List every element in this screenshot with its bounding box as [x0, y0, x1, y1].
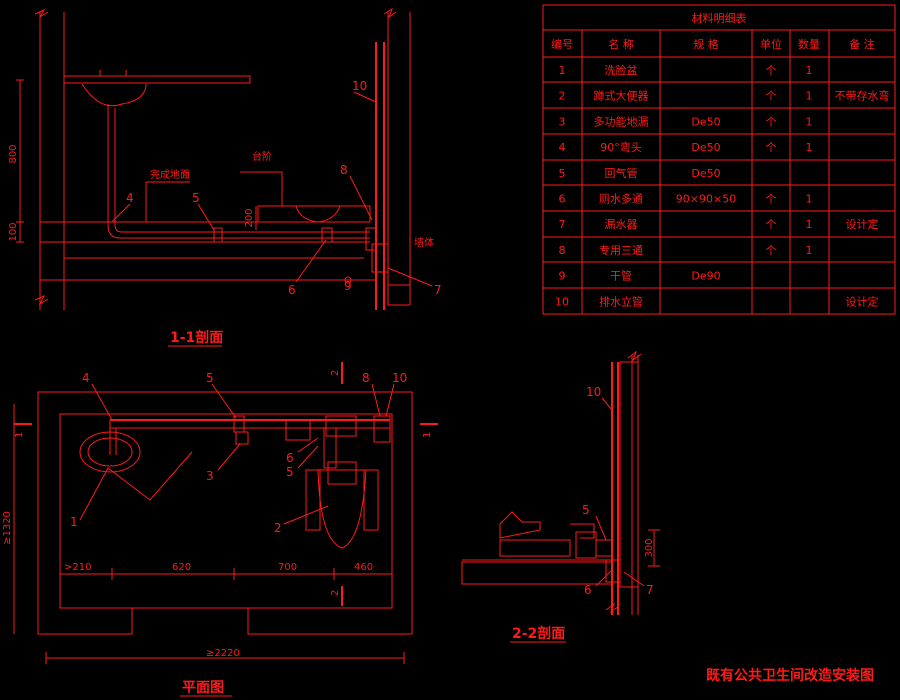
- table-cell: 90°弯头: [600, 140, 642, 154]
- table-cell: 4: [559, 141, 566, 154]
- table-cell: 7: [559, 218, 566, 231]
- table-cell: 厕水多通: [599, 192, 643, 206]
- table-cell: 1: [806, 64, 813, 77]
- table-title: 材料明细表: [692, 11, 747, 25]
- table-cell: 排水立管: [599, 294, 643, 308]
- table-header: 名 称: [608, 37, 634, 51]
- s22-callout-10: 10: [586, 385, 601, 399]
- drawing-title: 既有公共卫生间改造安装图: [706, 667, 874, 684]
- dim-700: 700: [278, 562, 297, 573]
- section-2-2: 300 10 5 6 7 2-2剖面: [461, 350, 660, 643]
- table-cell: 6: [559, 193, 566, 206]
- plan-view: ≥1320 ≥2220 >210 620 700 460 1: [2, 362, 438, 697]
- table-cell: 个: [766, 115, 777, 128]
- table-cell: De50: [691, 167, 720, 180]
- dim-460: 460: [354, 562, 373, 573]
- table-cell: 个: [766, 90, 777, 103]
- dim-200: 200: [244, 208, 255, 227]
- dim-210: >210: [64, 562, 91, 573]
- dim-height: ≥1320: [2, 511, 13, 545]
- dim-300: 300: [644, 538, 655, 557]
- table-cell: 个: [766, 64, 777, 77]
- table-cell: 90×90×50: [676, 193, 736, 206]
- callout-4: 4: [126, 191, 134, 205]
- table-cell: 干管: [610, 269, 632, 283]
- note-step: 台阶: [252, 150, 272, 163]
- table-cell: 个: [766, 244, 777, 257]
- table-cell: De90: [691, 270, 720, 283]
- cut-1-left: 1: [14, 432, 25, 438]
- plan-callout-3: 3: [206, 469, 214, 483]
- cut-2-bottom: 2: [330, 590, 341, 596]
- dim-800: 800: [8, 144, 19, 163]
- table-cell: 设计定: [846, 294, 879, 308]
- table-cell: 1: [806, 141, 813, 154]
- callout-8: 8: [340, 163, 348, 177]
- plan-callout-4: 4: [82, 371, 90, 385]
- note-floor: 完成地面: [150, 168, 190, 181]
- table-cell: 多功能地漏: [594, 114, 649, 128]
- table-cell: 1: [806, 244, 813, 257]
- callout-5: 5: [192, 191, 200, 205]
- table-cell: 1: [806, 90, 813, 103]
- table-cell: 9: [559, 270, 566, 283]
- table-cell: 个: [766, 193, 777, 206]
- table-cell: 5: [559, 167, 566, 180]
- table-cell: 回气管: [605, 166, 638, 180]
- plan-callout-8: 8: [362, 371, 370, 385]
- table-header: 编号: [551, 37, 573, 51]
- plan-callout-1: 1: [70, 515, 78, 529]
- table-cell: 个: [766, 218, 777, 231]
- table-cell: 不带存水弯: [835, 89, 890, 103]
- table-cell: 设计定: [846, 217, 879, 231]
- table-cell: 2: [559, 90, 566, 103]
- table-cell: De50: [691, 115, 720, 128]
- table-header: 备 注: [849, 37, 875, 51]
- dim-620: 620: [172, 562, 191, 573]
- section-1-1: 800 100 200 完成地面 台阶 墙体 10 8 4 5 6 7 9 1-…: [8, 7, 442, 347]
- dim-total: ≥2220: [206, 648, 240, 659]
- plan-callout-10: 10: [392, 371, 407, 385]
- dim-100: 100: [8, 222, 19, 241]
- s22-callout-7: 7: [646, 583, 654, 597]
- table-cell: 洗脸盆: [605, 63, 638, 77]
- plan-callout-2: 2: [274, 521, 282, 535]
- table-cell: 1: [806, 218, 813, 231]
- table-cell: 10: [555, 295, 569, 308]
- table-cell: 1: [806, 193, 813, 206]
- table-cell: 3: [559, 115, 566, 128]
- callout-7: 7: [434, 283, 442, 297]
- table-cell: 漏水器: [605, 218, 638, 231]
- callout-9: 9: [344, 279, 352, 293]
- table-cell: 个: [766, 141, 777, 154]
- note-wall: 墙体: [414, 236, 434, 249]
- callout-6: 6: [288, 283, 296, 297]
- cut-1-right: 1: [422, 432, 433, 438]
- table-header: 数量: [798, 38, 820, 51]
- table-cell: 1: [559, 64, 566, 77]
- callout-10: 10: [352, 79, 367, 93]
- table-cell: 专用三通: [599, 243, 643, 257]
- table-cell: De50: [691, 141, 720, 154]
- table-header: 单位: [760, 37, 782, 51]
- s22-callout-5: 5: [582, 503, 590, 517]
- table-cell: 蹲式大便器: [594, 89, 649, 103]
- plan-callout-5b: 5: [286, 465, 294, 479]
- table-header: 规 格: [693, 37, 719, 51]
- plan-caption: 平面图: [182, 680, 224, 696]
- cut-2-top: 2: [330, 370, 341, 376]
- plan-callout-5: 5: [206, 371, 214, 385]
- section-2-2-caption: 2-2剖面: [512, 625, 565, 642]
- table-cell: 8: [559, 244, 566, 257]
- table-cell: 1: [806, 115, 813, 128]
- section-1-1-caption: 1-1剖面: [170, 329, 223, 346]
- plan-callout-6: 6: [286, 451, 294, 465]
- s22-callout-6: 6: [584, 583, 592, 597]
